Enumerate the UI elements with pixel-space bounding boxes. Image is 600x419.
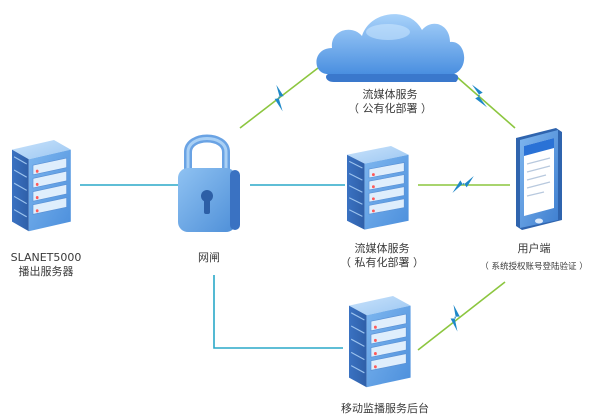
phone-icon: [516, 128, 562, 230]
public-cloud-label: 流媒体服务 （ 公有化部署 ）: [335, 88, 445, 116]
slanet-server-icon: [11, 139, 72, 232]
gateway-label: 网闸: [198, 251, 220, 264]
link-backend-to-user: [417, 281, 506, 351]
lightning-icon: [270, 84, 289, 112]
link-gateway-to-mobile-backend: [213, 275, 343, 349]
private-server-icon: [346, 145, 410, 231]
lightning-icon: [471, 83, 488, 109]
mobile-backend-server-icon: [348, 295, 412, 388]
private-server-subtitle: （ 私有化部署 ）: [340, 256, 424, 269]
gateway-lock-icon: [178, 134, 240, 232]
slanet-server-model: SLANET5000: [10, 251, 82, 264]
mobile-backend-label: 移动监播服务后台: [341, 402, 429, 415]
slanet-server-role: 播出服务器: [18, 265, 74, 278]
wired-links: [80, 184, 345, 349]
public-cloud-title: 流媒体服务: [362, 88, 418, 101]
cloud-icon: [316, 14, 465, 82]
user-terminal-label: 用户端 （ 系统授权账号登陆验证 ）: [470, 242, 598, 274]
user-terminal-subtitle: （ 系统授权账号登陆验证 ）: [480, 262, 588, 272]
private-server-label: 流媒体服务 （ 私有化部署 ）: [327, 242, 437, 270]
slanet-server-label: SLANET5000 播出服务器: [0, 251, 92, 279]
private-server-title: 流媒体服务: [354, 242, 410, 255]
public-cloud-subtitle: （ 公有化部署 ）: [348, 102, 432, 115]
lightning-icon: [445, 304, 466, 332]
user-terminal-title: 用户端: [517, 242, 551, 255]
